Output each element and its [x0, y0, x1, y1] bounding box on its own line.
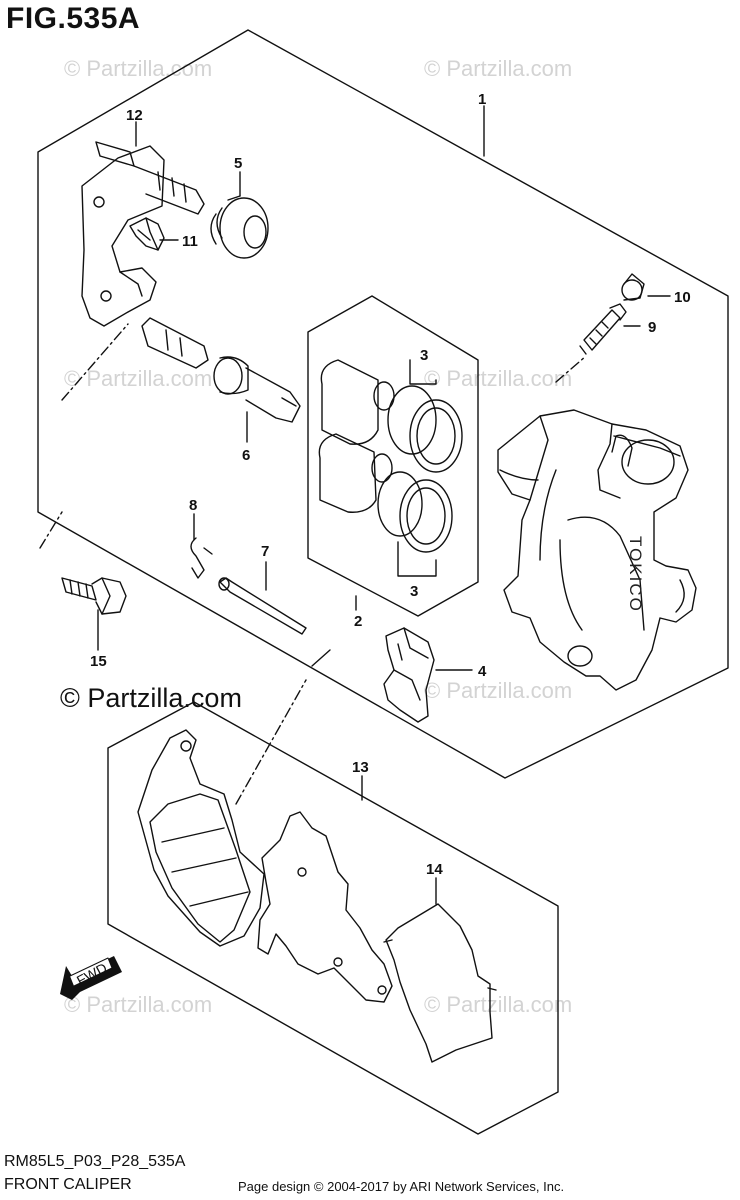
brake-pad-inner	[257, 811, 393, 1003]
callout-14: 14	[426, 861, 443, 878]
pad-spring	[383, 627, 435, 723]
copyright-text: © Partzilla.com	[60, 683, 242, 713]
bracket-pin-lower	[141, 317, 209, 369]
watermark: © Partzilla.com	[424, 678, 573, 703]
assembly-outline	[37, 29, 729, 779]
callout-9: 9	[648, 319, 656, 336]
callout-8: 8	[189, 497, 197, 514]
callout-10: 10	[674, 289, 691, 306]
pistons	[318, 359, 395, 513]
callout-3-top: 3	[420, 347, 428, 364]
pad-pin	[218, 577, 307, 635]
bracket-pin-upper	[95, 141, 205, 215]
leader-lines	[39, 105, 671, 905]
pad-spring-clip	[129, 217, 165, 251]
diagram-code: RM85L5_P03_P28_535A	[4, 1153, 186, 1170]
callout-12: 12	[126, 107, 143, 124]
brake-pad-outer	[137, 729, 265, 947]
page-credits: Page design © 2004-2017 by ARI Network S…	[238, 1179, 565, 1194]
mounting-bolt	[61, 577, 127, 615]
pad-group-box	[107, 701, 559, 1135]
caliper-body: TOKICO	[497, 409, 697, 691]
callout-1: 1	[478, 91, 486, 108]
bleeder-screw	[579, 303, 627, 355]
callout-7: 7	[261, 543, 269, 560]
caliper-bracket	[81, 145, 165, 327]
watermark: © Partzilla.com	[64, 56, 213, 81]
pin-clip	[190, 537, 213, 579]
watermark: © Partzilla.com	[424, 56, 573, 81]
piston-seals	[377, 385, 463, 553]
piston-group-box	[307, 295, 479, 617]
caliper-brand-text: TOKICO	[626, 536, 645, 613]
watermark: © Partzilla.com	[424, 992, 573, 1017]
pad-shim	[383, 903, 497, 1063]
fwd-arrow: FWD	[60, 956, 122, 1000]
boot-upper	[210, 195, 269, 259]
watermark: © Partzilla.com	[64, 992, 213, 1017]
callout-5: 5	[234, 155, 242, 172]
callout-2: 2	[354, 613, 362, 630]
bleeder-cap	[621, 273, 645, 301]
callout-3-bottom: 3	[410, 583, 418, 600]
callouts: 1 2 3 3 4 5 6 7 8 9 10 11 12 13 14 15	[90, 91, 691, 878]
callout-4: 4	[478, 663, 487, 680]
sleeve-pin	[213, 356, 301, 423]
callout-15: 15	[90, 653, 107, 670]
callout-11: 11	[182, 233, 198, 250]
callout-6: 6	[242, 447, 250, 464]
callout-13: 13	[352, 759, 369, 776]
figure-title: FIG.535A	[6, 2, 141, 35]
watermark: © Partzilla.com	[424, 366, 573, 391]
diagram-name: FRONT CALIPER	[4, 1176, 132, 1193]
